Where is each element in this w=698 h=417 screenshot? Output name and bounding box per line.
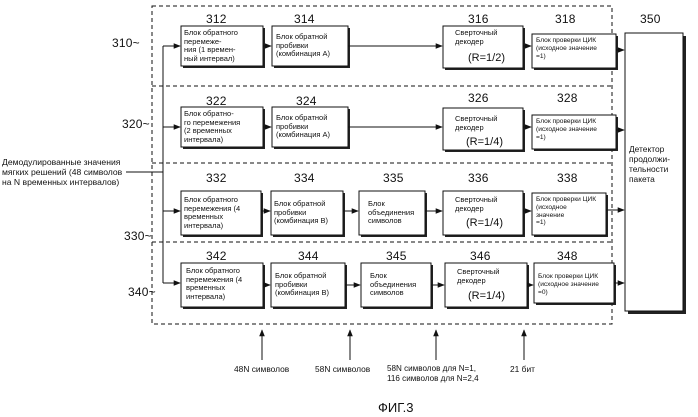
label-332: Блок обратного перемежения (4 временных … [184, 196, 240, 230]
label-344: Блок обратной пробивки (комбинация В) [275, 272, 329, 298]
ref-338: 338 [557, 171, 578, 185]
ref-314: 314 [294, 12, 315, 26]
ref-342: 342 [206, 249, 227, 263]
ref-312: 312 [206, 12, 227, 26]
ref-348: 348 [557, 249, 578, 263]
ref-345: 345 [386, 249, 407, 263]
label-345: Блок объединения символов [370, 272, 416, 298]
bottom-label-21bit: 21 бит [510, 364, 535, 374]
ref-318: 318 [555, 12, 576, 26]
rate-346: (R=1/4) [468, 290, 505, 302]
ref-332: 332 [206, 171, 227, 185]
label-314: Блок обратной пробивки (комбинация А) [276, 33, 330, 59]
input-label: Демодулированные значения мягких решений… [2, 157, 122, 187]
label-334: Блок обратной пробивки (комбинация В) [274, 200, 328, 226]
ref-335: 335 [383, 171, 404, 185]
ref-336: 336 [468, 171, 489, 185]
label-326: Сверточный декодер [455, 115, 497, 132]
label-328: Блок проверки ЦИК (исходное значение =1) [536, 118, 597, 141]
bottom-label-58n-116: 58N символов для N=1, 116 символов для N… [387, 364, 479, 384]
ref-350: 350 [640, 12, 661, 26]
ref-322: 322 [206, 94, 227, 108]
ref-346: 346 [470, 249, 491, 263]
rate-316: (R=1/2) [468, 52, 505, 64]
bottom-label-58n: 58N символов [315, 364, 370, 374]
ref-344: 344 [298, 249, 319, 263]
label-322: Блок обратно- го перемежения (2 временны… [184, 110, 240, 144]
label-336: Сверточный декодер [455, 196, 497, 213]
label-335: Блок объединения символов [368, 200, 414, 226]
row-ref-330: 330~ [124, 229, 152, 243]
figure-caption: ФИГ.3 [378, 400, 414, 415]
row-ref-320: 320~ [122, 117, 150, 131]
ref-326: 326 [468, 91, 489, 105]
row-ref-310: 310~ [112, 36, 140, 50]
row-ref-340: 340~ [128, 285, 156, 299]
label-342: Блок обратного перемежения (4 временных … [186, 267, 242, 301]
label-338: Блок проверки ЦИК (исходное значение =1) [536, 196, 596, 227]
ref-316: 316 [468, 12, 489, 26]
label-316: Сверточный декодер [455, 29, 497, 46]
label-324: Блок обратной пробивки (комбинация А) [276, 114, 330, 140]
rate-336: (R=1/4) [466, 217, 503, 229]
ref-328: 328 [557, 91, 578, 105]
label-312: Блок обратного перемеже- ния (1 времен- … [184, 29, 238, 63]
label-318: Блок проверки ЦИК (исходное значение =1) [536, 37, 597, 60]
ref-324: 324 [296, 94, 317, 108]
label-350: Детектор продолжи- тельности пакета [629, 144, 670, 184]
ref-334: 334 [294, 171, 315, 185]
label-348: Блок проверки ЦИК (исходное значение =0) [538, 273, 599, 296]
bottom-label-48n: 48N символов [234, 364, 289, 374]
rate-326: (R=1/4) [466, 136, 503, 148]
label-346: Сверточный декодер [457, 268, 499, 285]
